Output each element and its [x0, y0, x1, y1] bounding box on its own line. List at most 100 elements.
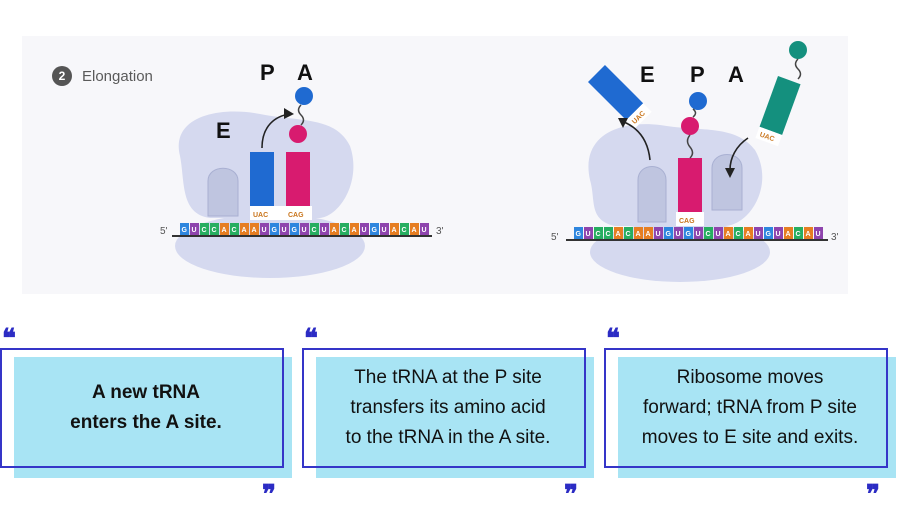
mrna-base-label: A: [646, 231, 651, 238]
mrna-base-label: A: [616, 231, 621, 238]
mrna-base: [574, 227, 583, 239]
caption-1-line-1: A new tRNA: [91, 382, 200, 403]
mrna-base-label: C: [606, 231, 611, 238]
mrna-base: [594, 227, 603, 239]
caption-box-1-frame: [0, 348, 284, 468]
mrna-base: [634, 227, 643, 239]
mrna-base-label: U: [586, 231, 591, 238]
mrna-base: [310, 223, 319, 235]
mrna-base-label: A: [726, 231, 731, 238]
left-transfer-arrowhead: [284, 108, 294, 119]
caption-box-2-frame: [302, 348, 586, 468]
mrna-base-label: G: [766, 231, 772, 238]
mrna-base-label: A: [352, 227, 357, 234]
left-peptide-link: [297, 104, 305, 126]
mrna-base-label: U: [696, 231, 701, 238]
mrna-base: [754, 227, 763, 239]
mrna-base-label: U: [422, 227, 427, 234]
mrna-base: [684, 227, 693, 239]
caption-box-3: Ribosome moves forward; tRNA from P site…: [604, 348, 896, 478]
mrna-base-label: A: [222, 227, 227, 234]
right-incoming-stem: [794, 58, 802, 80]
mrna-base: [190, 223, 199, 235]
mrna-base: [300, 223, 309, 235]
mrna-base: [350, 223, 359, 235]
caption-2-line-1: The tRNA at the P site: [354, 367, 542, 388]
right-site-label-e: E: [640, 62, 655, 87]
mrna-base: [714, 227, 723, 239]
left-anticodon-p: UAC: [253, 212, 268, 219]
right-strand-5-prime: 5': [551, 232, 559, 243]
mrna-base: [390, 223, 399, 235]
open-quote-icon: ❝: [304, 324, 318, 354]
mrna-base: [784, 227, 793, 239]
mrna-base-label: A: [392, 227, 397, 234]
left-e-site-slot: [207, 167, 239, 217]
mrna-base: [260, 223, 269, 235]
left-site-label-p: P: [260, 60, 275, 85]
caption-box-2-fill: [316, 357, 594, 478]
mrna-base-label: G: [272, 227, 278, 234]
step-number-badge: 2: [52, 66, 72, 86]
mrna-base-label: A: [786, 231, 791, 238]
mrna-base-label: U: [262, 227, 267, 234]
mrna-base: [200, 223, 209, 235]
mrna-base: [250, 223, 259, 235]
mrna-base-label: C: [706, 231, 711, 238]
mrna-base: [654, 227, 663, 239]
mrna-base: [180, 223, 189, 235]
mrna-base-label: C: [402, 227, 407, 234]
right-peptide-link: [692, 108, 697, 118]
mrna-base-label: A: [332, 227, 337, 234]
mrna-base: [270, 223, 279, 235]
left-site-label-e: E: [216, 118, 231, 143]
mrna-base: [674, 227, 683, 239]
caption-3-line-1: Ribosome moves: [676, 367, 824, 388]
mrna-base: [380, 223, 389, 235]
right-anticodon-p: CAG: [679, 218, 695, 225]
mrna-base: [280, 223, 289, 235]
mrna-base-label: U: [382, 227, 387, 234]
mrna-base: [614, 227, 623, 239]
left-trna-a: [286, 152, 310, 206]
mrna-base-label: C: [232, 227, 237, 234]
left-trna-p: [250, 152, 274, 206]
mrna-base: [624, 227, 633, 239]
mrna-base-label: U: [302, 227, 307, 234]
step-header: 2 Elongation: [52, 66, 153, 86]
mrna-base: [400, 223, 409, 235]
right-site-label-p: P: [690, 62, 705, 87]
mrna-base: [774, 227, 783, 239]
right-amino-acid-chain: [689, 92, 707, 110]
mrna-base: [370, 223, 379, 235]
mrna-base: [230, 223, 239, 235]
mrna-base-label: A: [252, 227, 257, 234]
mrna-base-label: A: [242, 227, 247, 234]
caption-1-text: A new tRNA enters the A site.: [8, 348, 284, 468]
mrna-base-label: U: [282, 227, 287, 234]
caption-box-3-frame: [604, 348, 888, 468]
caption-box-1: A new tRNA enters the A site.: [0, 348, 292, 478]
mrna-base-label: C: [342, 227, 347, 234]
caption-2-text: The tRNA at the P site transfers its ami…: [310, 348, 586, 468]
right-site-label-a: A: [728, 62, 744, 87]
left-strand-3-prime: 3': [436, 226, 444, 237]
mrna-base: [604, 227, 613, 239]
close-quote-icon: ❞: [262, 480, 276, 510]
mrna-base-label: G: [576, 231, 582, 238]
right-p-trna-stem: [686, 134, 694, 159]
caption-box-3-fill: [618, 357, 896, 478]
svg-text:UAC: UAC: [759, 132, 776, 144]
mrna-base-label: A: [412, 227, 417, 234]
right-amino-acid-incoming: [789, 41, 807, 59]
mrna-base: [330, 223, 339, 235]
close-quote-icon: ❞: [866, 480, 880, 510]
right-exit-arrow: [623, 121, 651, 161]
mrna-base: [584, 227, 593, 239]
mrna-base: [240, 223, 249, 235]
mrna-base-label: G: [292, 227, 298, 234]
mrna-base-label: G: [686, 231, 692, 238]
close-quote-icon: ❞: [564, 480, 578, 510]
